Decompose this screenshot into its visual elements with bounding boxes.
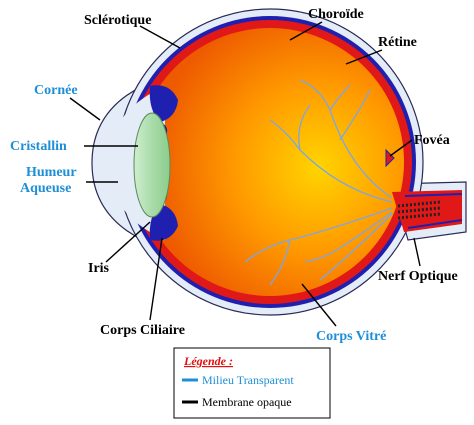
label-humeur-line2: Aqueuse (20, 181, 71, 196)
label-corps-vitre: Corps Vitré (316, 329, 386, 344)
label-iris: Iris (88, 261, 110, 276)
label-corps-ciliaire: Corps Ciliaire (100, 323, 185, 338)
fovea-notch (385, 148, 395, 168)
optic-nerve (392, 190, 462, 232)
optic-nerve-fibers (397, 200, 441, 220)
optic-nerve-band (404, 193, 463, 229)
label-fovea: Fovéa (414, 133, 450, 148)
label-nerf-optique: Nerf Optique (378, 269, 458, 284)
legend-box (173, 347, 331, 419)
vitreous-body (136, 28, 404, 296)
iris-upper (149, 85, 178, 122)
legend-item-transparent: Milieu Transparent (202, 373, 294, 387)
legend-item-opaque: Membrane opaque (202, 395, 292, 409)
legend-title: Légende : (183, 354, 233, 368)
label-sclerotique: Sclérotique (84, 13, 151, 28)
blood-vessels (244, 79, 393, 286)
label-cristallin: Cristallin (10, 139, 67, 154)
label-cornee: Cornée (34, 83, 78, 98)
label-retine: Rétine (378, 35, 417, 50)
label-choroide: Choroïde (308, 7, 364, 22)
lens (133, 112, 171, 218)
label-humeur-line1: Humeur (26, 165, 77, 180)
